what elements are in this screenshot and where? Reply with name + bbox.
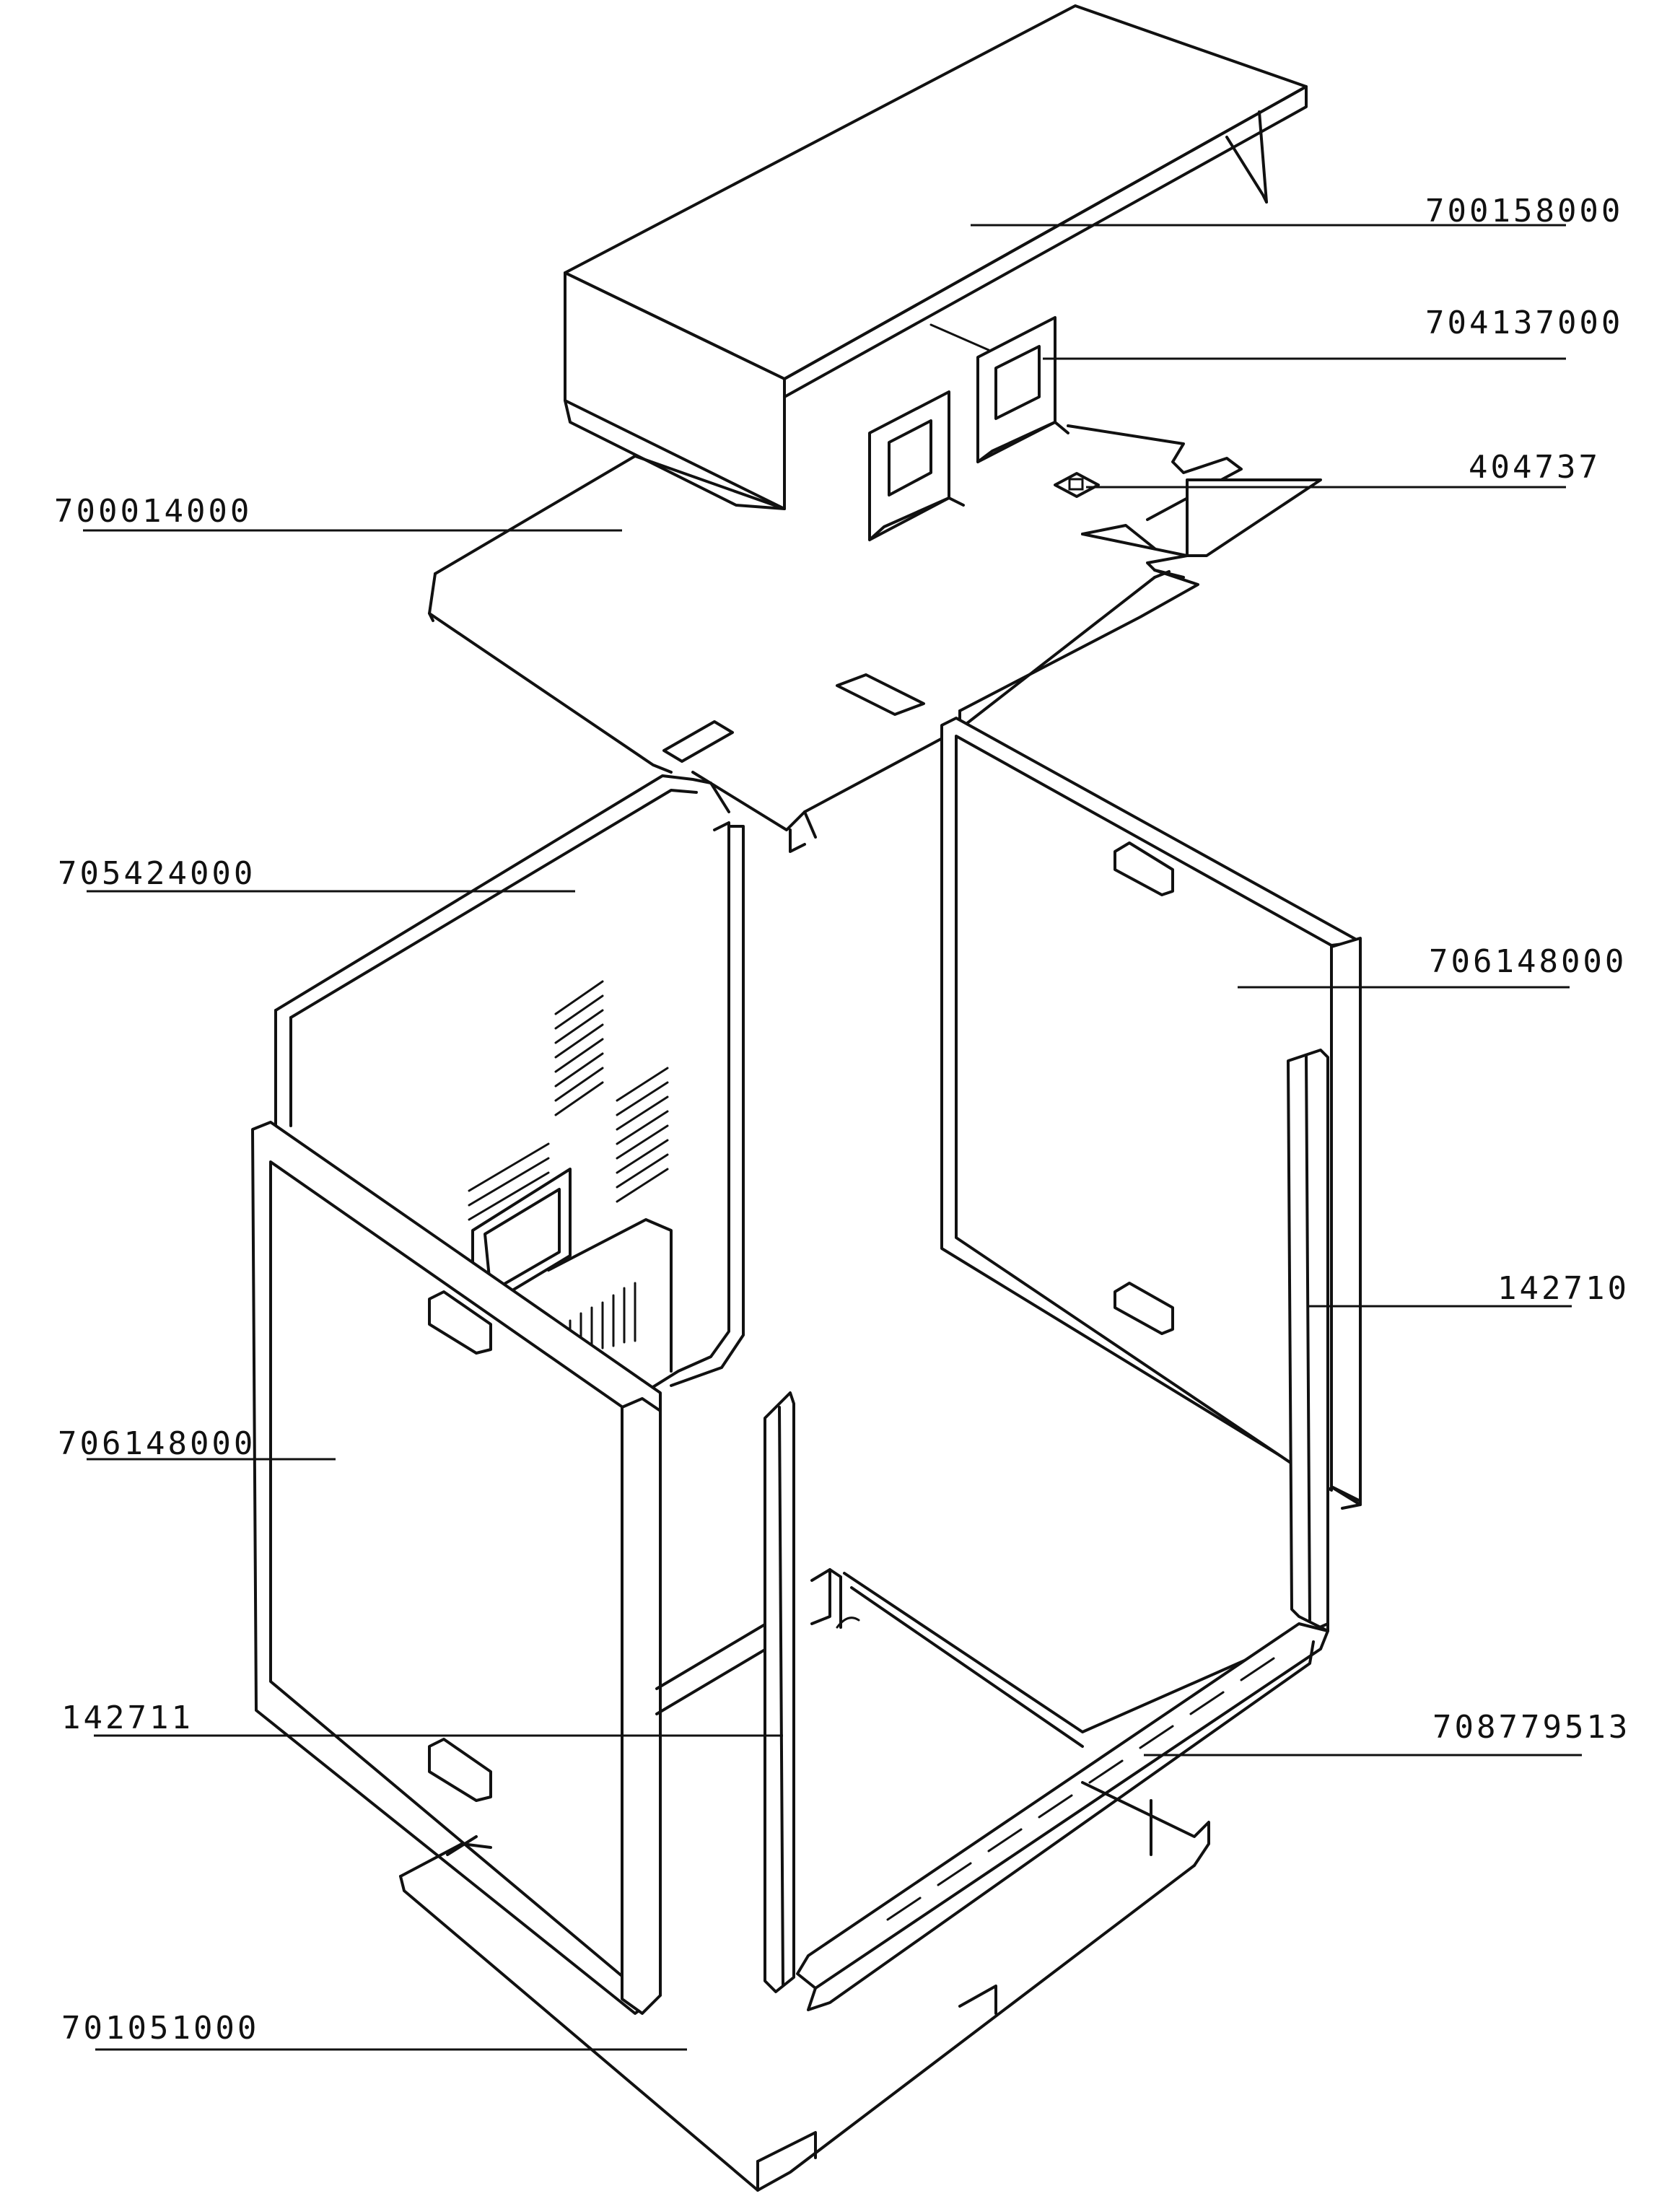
back-panel-part [274,774,745,1391]
right-side-panel-part [940,717,1362,1510]
label-top-cover: 700158000 [1425,193,1623,229]
label-right-rail: 142710 [1497,1270,1629,1307]
top-panel-part [428,424,1322,853]
front-bar-slots [886,1657,1275,1921]
bottom-frame-part [655,1568,1329,1748]
label-bottom-panel: 701051000 [61,2010,259,2047]
clip-part [1054,472,1100,498]
part-labels: 700158000 704137000 404737 700014000 705… [54,193,1630,2047]
label-top-panel: 700014000 [54,493,252,530]
label-left-rail: 142711 [61,1700,193,1736]
label-front-bar: 708779513 [1432,1709,1630,1746]
right-rail-part [1287,1049,1329,1632]
front-bar-part [796,1622,1329,2011]
top-cover-part [564,4,1308,510]
label-bracket: 704137000 [1425,305,1623,341]
leader-lines [83,224,1582,2051]
label-back-panel: 705424000 [58,855,255,892]
label-right-side-panel: 706148000 [1429,943,1627,980]
bracket-part [868,316,1069,541]
bottom-panel-part [399,1781,1210,2192]
label-clip: 404737 [1469,449,1601,486]
label-left-side-panel: 706148000 [58,1425,255,1462]
back-panel-vent-slots [468,980,669,1221]
left-side-panel-part [251,1121,662,2015]
left-rail-part [764,1391,795,1993]
